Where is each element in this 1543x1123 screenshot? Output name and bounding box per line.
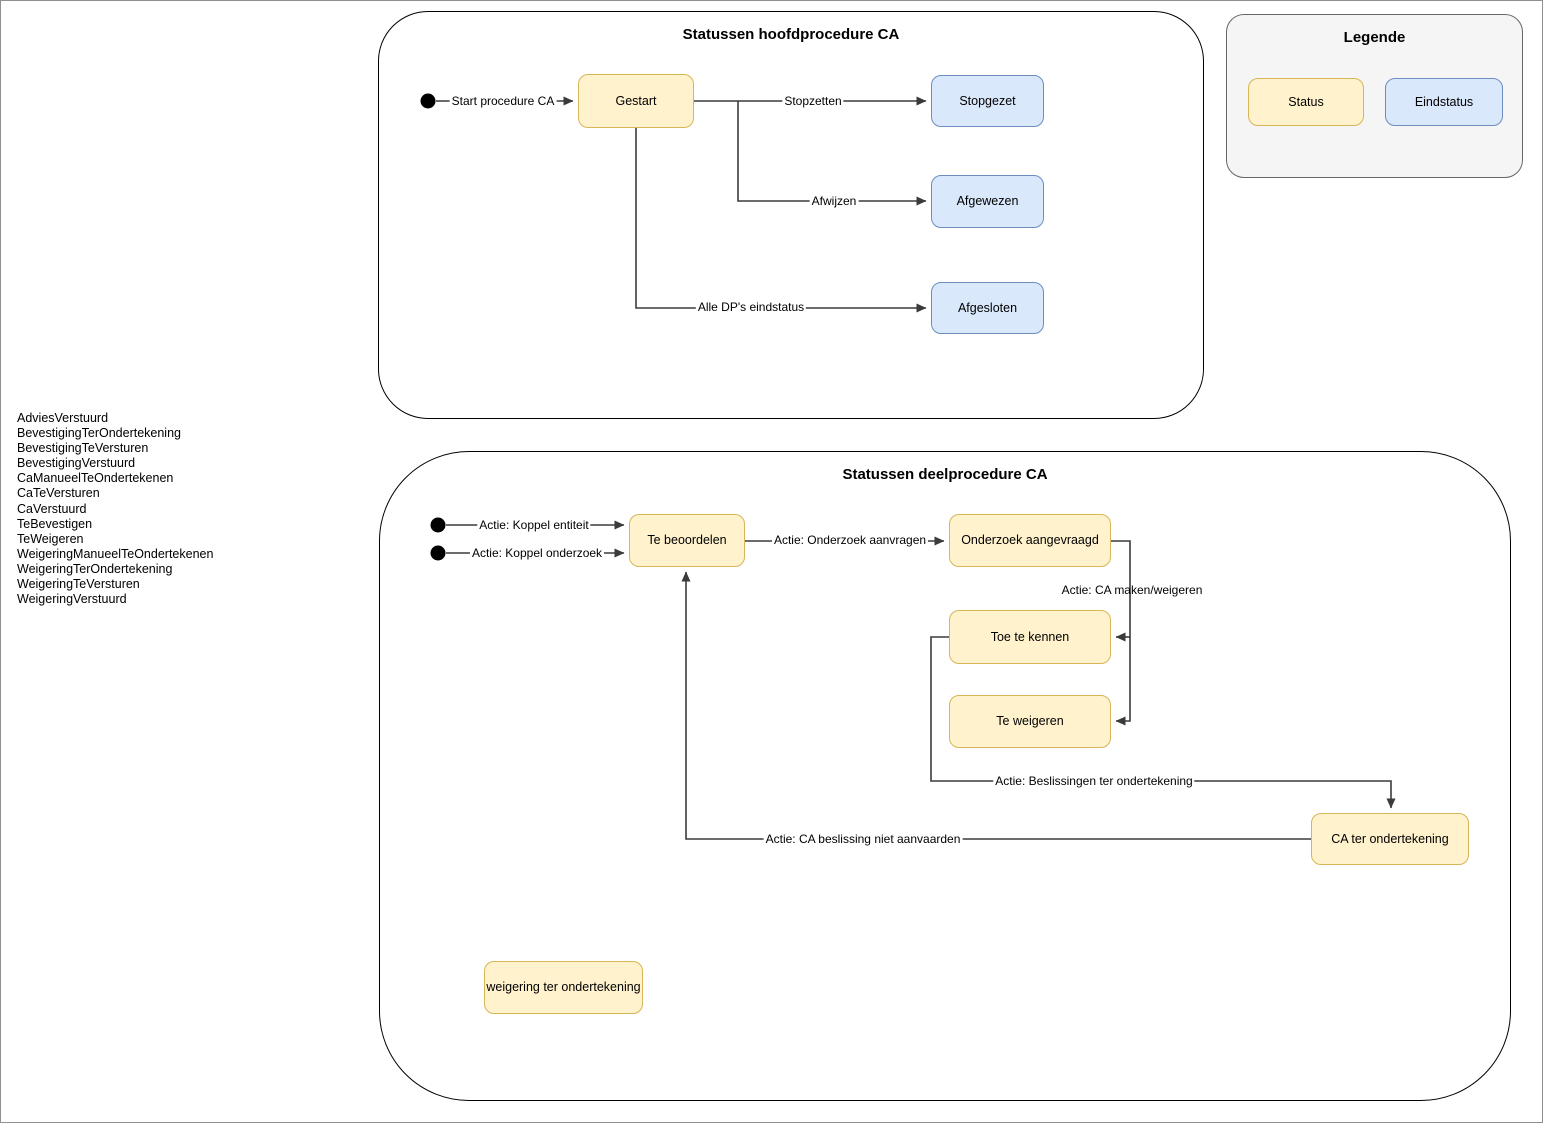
status-name-item: WeigeringManueelTeOndertekenen	[17, 546, 214, 561]
sub-procedure-container: Statussen deelprocedure CA	[379, 451, 1511, 1101]
legend: Legende Status Eindstatus	[1226, 14, 1523, 178]
start-state-icon	[430, 545, 446, 561]
main-procedure-container: Statussen hoofdprocedure CA	[378, 11, 1204, 419]
edge-label-ca-maken-weigeren: Actie: CA maken/weigeren	[1061, 583, 1203, 597]
state-label: Gestart	[615, 93, 657, 108]
state-te-weigeren: Te weigeren	[949, 695, 1111, 748]
state-label: Toe te kennen	[990, 629, 1070, 644]
status-name-item: TeWeigeren	[17, 531, 84, 546]
status-name-item: CaVerstuurd	[17, 501, 87, 516]
status-name-item: WeigeringVerstuurd	[17, 592, 127, 607]
legend-title: Legende	[1343, 29, 1406, 46]
legend-status-swatch: Status	[1248, 78, 1364, 126]
legend-eindstatus-swatch: Eindstatus	[1385, 78, 1503, 126]
sub-procedure-title: Statussen deelprocedure CA	[842, 466, 1048, 483]
status-name-item: CaTeVersturen	[17, 486, 100, 501]
state-gestart: Gestart	[578, 74, 694, 128]
edge-ca-maken-te-weigeren	[1111, 540, 1131, 726]
edge-label-koppel-onderzoek: Actie: Koppel onderzoek	[469, 546, 605, 560]
status-name-item: TeBevestigen	[17, 516, 93, 531]
edge-label-koppel-entiteit: Actie: Koppel entiteit	[477, 518, 591, 532]
state-label: Onderzoek aangevraagd	[961, 533, 1099, 548]
status-name-item: BevestigingTerOndertekening	[17, 426, 181, 441]
state-stopgezet: Stopgezet	[931, 75, 1044, 127]
state-label: Te weigeren	[996, 714, 1064, 729]
edge-label-beslissingen-ter-ondertekening: Actie: Beslissingen ter ondertekening	[993, 774, 1195, 788]
edge-beslissing-niet-aanvaarden	[681, 571, 1311, 840]
status-name-item: AdviesVerstuurd	[17, 411, 109, 425]
edge-label-start-procedure: Start procedure CA	[449, 94, 557, 108]
state-onderzoek-aangevraagd: Onderzoek aangevraagd	[949, 514, 1111, 567]
state-afgewezen: Afgewezen	[931, 175, 1044, 228]
start-state-icon	[420, 93, 436, 109]
state-label: Afgesloten	[957, 300, 1018, 315]
state-weigering-ter-ondertekening: weigering ter ondertekening	[484, 961, 643, 1014]
legend-status-label: Status	[1288, 95, 1324, 109]
state-label: weigering ter ondertekening	[486, 980, 641, 995]
status-name-item: BevestigingVerstuurd	[17, 456, 136, 471]
edge-label-alle-dps-eindstatus: Alle DP's eindstatus	[695, 300, 807, 314]
status-name-item: WeigeringTeVersturen	[17, 577, 140, 592]
status-name-item: BevestigingTeVersturen	[17, 441, 149, 456]
edge-beslissingen-ter-ondertekening	[930, 636, 1396, 809]
state-label: Afgewezen	[956, 194, 1019, 209]
edge-label-onderzoek-aanvragen: Actie: Onderzoek aanvragen	[771, 533, 929, 547]
state-label: Te beoordelen	[647, 533, 727, 548]
edge-label-beslissing-niet-aanvaarden: Actie: CA beslissing niet aanvaarden	[763, 832, 963, 846]
status-name-list: AdviesVerstuurd BevestigingTerOnderteken…	[17, 411, 213, 607]
state-label: CA ter ondertekening	[1331, 831, 1449, 846]
edge-gestart-afgesloten	[635, 128, 927, 313]
start-state-icon	[430, 517, 446, 533]
state-te-beoordelen: Te beoordelen	[629, 514, 745, 567]
state-toe-te-kennen: Toe te kennen	[949, 610, 1111, 664]
edge-label-afwijzen: Afwijzen	[809, 194, 859, 208]
state-afgesloten: Afgesloten	[931, 282, 1044, 334]
state-ca-ter-ondertekening: CA ter ondertekening	[1311, 813, 1469, 865]
edge-label-stopzetten: Stopzetten	[782, 94, 844, 108]
edge-gestart-afgewezen	[737, 101, 927, 206]
status-name-item: CaManueelTeOndertekenen	[17, 471, 174, 486]
legend-eindstatus-label: Eindstatus	[1414, 95, 1474, 109]
main-procedure-title: Statussen hoofdprocedure CA	[682, 26, 900, 43]
status-name-item: WeigeringTerOndertekening	[17, 561, 173, 576]
state-label: Stopgezet	[959, 93, 1016, 108]
